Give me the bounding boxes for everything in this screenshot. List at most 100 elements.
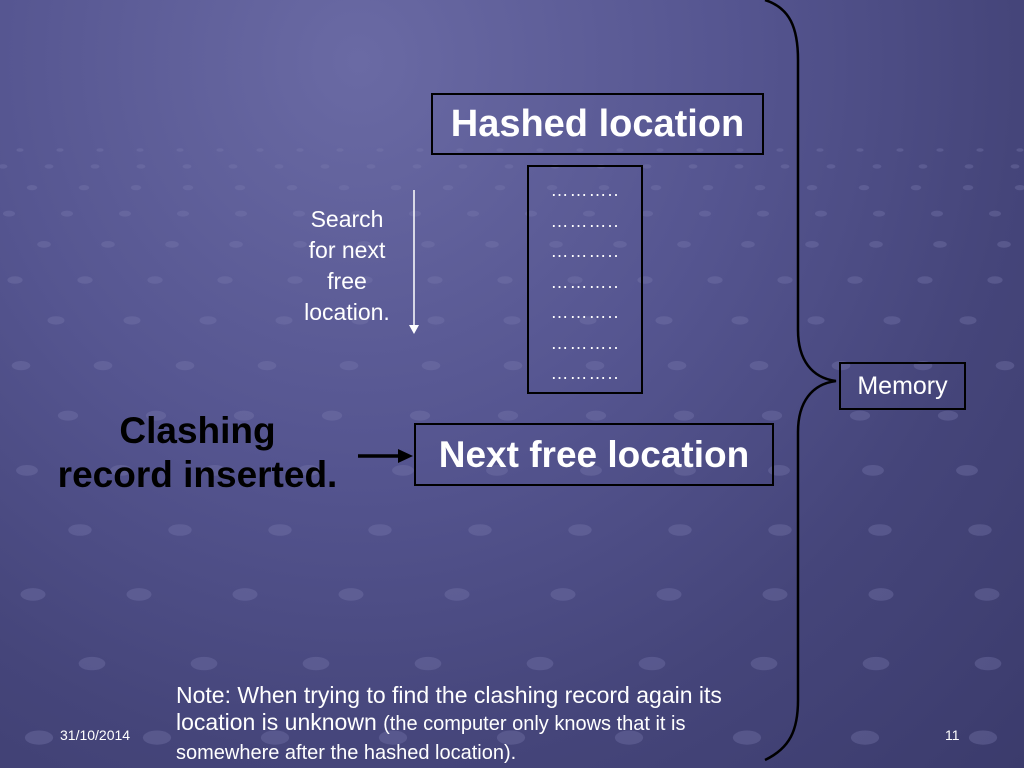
background-dot [136, 164, 146, 169]
background-dot [638, 656, 666, 671]
background-dot [641, 210, 653, 217]
background-dot [734, 164, 744, 169]
background-dot [749, 361, 769, 371]
background-dot [850, 730, 880, 745]
background-dot [37, 241, 51, 248]
background-dot [486, 465, 508, 476]
background-dot [182, 185, 194, 191]
background-dot [260, 730, 290, 745]
background-dot [338, 588, 364, 601]
column-row: ……….. [550, 363, 620, 383]
background-dot [376, 148, 384, 152]
background-dot [896, 148, 904, 152]
column-row: ……….. [550, 180, 620, 200]
background-dot [293, 210, 305, 217]
background-dot [526, 656, 554, 671]
background-dot [78, 185, 90, 191]
background-dot [123, 316, 141, 325]
background-dot [862, 656, 890, 671]
column-row: ……….. [550, 332, 620, 353]
search-caption-line: Search [310, 206, 384, 232]
background-dot [776, 148, 784, 152]
background-dot [873, 210, 885, 217]
background-dot [910, 185, 922, 191]
background-dot [503, 361, 523, 371]
background-dot [444, 588, 470, 601]
background-dot [918, 164, 928, 169]
background-dot [235, 210, 247, 217]
background-dot [598, 185, 610, 191]
clashing-caption-line: Clashing [119, 410, 276, 451]
background-dot [16, 465, 38, 476]
background-dot [68, 524, 92, 536]
background-dot [11, 361, 31, 371]
background-dot [650, 185, 662, 191]
background-dot [780, 164, 790, 169]
background-dot [357, 276, 373, 284]
background-dot [101, 241, 115, 248]
background-dot [761, 410, 783, 421]
background-dot [216, 148, 224, 152]
background-dot [7, 276, 23, 284]
background-dot [673, 410, 695, 421]
background-dot [298, 465, 320, 476]
background-dot [956, 465, 978, 476]
background-dot [580, 465, 602, 476]
background-dot [497, 276, 513, 284]
background-dot [338, 185, 350, 191]
note-text: Note: When trying to find the clashing r… [176, 682, 776, 767]
background-dot [56, 148, 64, 152]
background-dot [858, 185, 870, 191]
background-dot [165, 241, 179, 248]
background-dot [995, 361, 1015, 371]
background-dot [849, 410, 871, 421]
background-dot [257, 361, 277, 371]
background-dot [616, 148, 624, 152]
next-free-location-box: Next free location [414, 423, 774, 486]
background-dot [320, 164, 330, 169]
background-dot [287, 276, 303, 284]
background-dot [175, 361, 195, 371]
background-dot [228, 164, 238, 169]
background-dot [583, 210, 595, 217]
background-dot [57, 410, 79, 421]
background-dot [987, 276, 1003, 284]
slide-date: 31/10/2014 [60, 727, 131, 743]
background-dot [997, 241, 1011, 248]
background-dot [256, 148, 264, 152]
background-dot [44, 164, 54, 169]
background-dot [754, 185, 766, 191]
background-dot [296, 148, 304, 152]
background-dot [427, 276, 443, 284]
background-dot [274, 164, 284, 169]
background-dot [20, 588, 46, 601]
column-row: ……….. [550, 241, 620, 261]
background-dot [286, 185, 298, 191]
background-dot [576, 148, 584, 152]
background-dot [856, 148, 864, 152]
background-dot [807, 316, 825, 325]
background-dot [302, 656, 330, 671]
hashed-location-label: Hashed location [450, 102, 745, 145]
background-dot [126, 588, 152, 601]
background-dot [989, 210, 1001, 217]
background-dot [392, 465, 414, 476]
background-dot [968, 730, 998, 745]
background-dot [741, 241, 755, 248]
background-dot [416, 148, 424, 152]
background-dot [496, 148, 504, 152]
background-dot [968, 524, 992, 536]
background-dot [579, 316, 597, 325]
background-dot [868, 524, 892, 536]
background-dot [409, 410, 431, 421]
note-small: (the computer only knows that it is some… [176, 713, 686, 764]
background-dot [145, 410, 167, 421]
column-row: ……….. [550, 210, 620, 231]
clashing-caption-line: record inserted. [57, 454, 338, 495]
background-dot [90, 164, 100, 169]
background-dot [933, 241, 947, 248]
background-dot [806, 185, 818, 191]
background-dot [130, 185, 142, 191]
memory-label: Memory [857, 371, 948, 400]
